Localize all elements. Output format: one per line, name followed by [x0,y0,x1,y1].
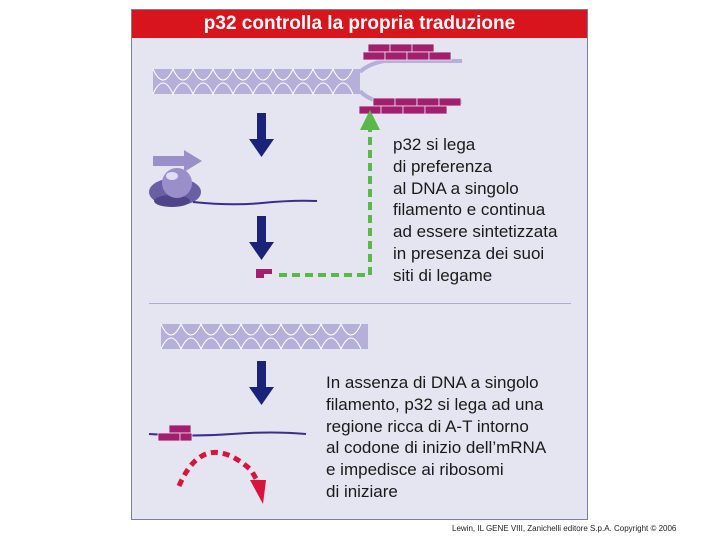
title-bar: p32 controlla la propria traduzione [132,10,587,38]
caption-bottom-line: e impedisce ai ribosomi [326,460,504,480]
diagram-panel: p32 controlla la propria traduzione [131,9,588,520]
inhibition-arrow [176,449,266,504]
caption-top-line: di preferenza [393,156,493,176]
dsdna-bottom [160,322,368,351]
caption-bottom-line: In assenza di DNA a singolo [326,373,539,392]
p32-on-mrna [157,424,193,442]
caption-top-line: p32 si lega [393,135,476,154]
caption-bottom-line: al codone di inizio dell’mRNA [326,438,547,458]
caption-top-line: filamento e continua [393,200,546,220]
caption-top-line: siti di legame [393,265,493,285]
ribosome-direction-arrow [153,150,202,172]
down-arrow-1 [249,113,274,157]
diagram-title: p32 controlla la propria traduzione [203,13,516,34]
feedback-arrow [279,110,380,277]
dsdna-top [152,59,462,104]
section-divider [149,303,571,304]
caption-bottom: In assenza di DNA a singolo filamento, p… [326,372,581,503]
copyright-credit: Lewin, IL GENE VIII, Zanichelli editore … [452,524,677,533]
caption-bottom-line: filamento, p32 si lega ad una [326,394,544,414]
mrna-strand-top [192,199,318,206]
new-p32-protein [256,269,272,278]
caption-bottom-line: di iniziare [326,481,398,501]
caption-top-line: al DNA a singolo [393,178,519,198]
down-arrow-2 [249,216,274,260]
caption-top-line: in presenza dei suoi [393,243,545,263]
caption-top: p32 si lega di preferenza al DNA a singo… [393,134,583,287]
p32-on-ssdna-lower [358,97,462,115]
caption-top-line: ad essere sintetizzata [393,222,558,242]
ribosome [149,168,201,207]
diagram-graphics [148,43,462,504]
p32-on-ssdna-upper [362,43,452,61]
caption-bottom-line: regione ricca di A-T intorno [326,416,529,436]
down-arrow-3 [249,361,274,405]
